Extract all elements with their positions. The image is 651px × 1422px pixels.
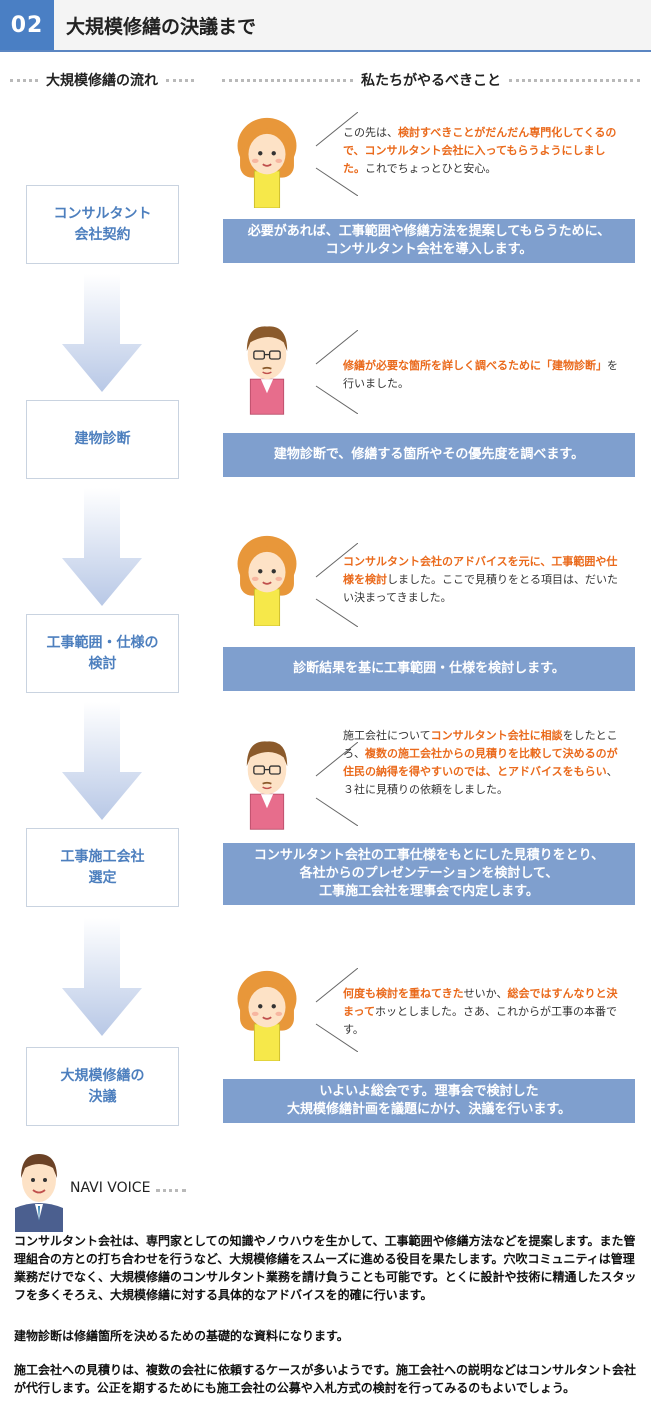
woman-avatar-icon	[236, 117, 298, 208]
man-avatar-icon	[245, 325, 289, 416]
down-arrow-icon	[62, 702, 142, 820]
down-arrow-icon	[62, 274, 142, 392]
speech-text: コンサルタント会社のアドバイスを元に、工事範囲や仕様を検討しました。ここで見積り…	[343, 555, 618, 604]
step-box-consultant: コンサルタント 会社契約	[26, 185, 179, 264]
down-arrow-icon	[62, 488, 142, 606]
dotted-rule	[222, 78, 353, 82]
action-bar: 必要があれば、工事範囲や修繕方法を提案してもらうために、 コンサルタント会社を導…	[223, 219, 635, 263]
action-bar: 建物診断で、修繕する箇所やその優先度を調べます。	[223, 433, 635, 477]
action-bar: コンサルタント会社の工事仕様をもとにした見積りをとり、 各社からのプレゼンテーシ…	[223, 843, 635, 905]
column-header-flow: 大規模修繕の流れ	[10, 70, 194, 90]
navi-voice-label-text: NAVI VOICE	[70, 1180, 151, 1196]
dotted-rule	[10, 78, 38, 82]
page-title: 大規模修繕の決議まで	[66, 16, 257, 38]
speech-text: 何度も検討を重ねてきたせいか、総会ではすんなりと決まってホッとしました。さあ、こ…	[343, 987, 618, 1036]
speech-text: 施工会社についてコンサルタント会社に相談をしたところ、複数の施工会社からの見積り…	[343, 729, 618, 796]
speech-text: 修繕が必要な箇所を詳しく調べるために「建物診断」を行いました。	[343, 359, 618, 390]
dotted-rule	[166, 78, 194, 82]
navi-paragraph: 施工会社への見積りは、複数の会社に依頼するケースが多いようです。施工会社への説明…	[14, 1363, 636, 1395]
navi-voice-label: NAVI VOICE	[70, 1180, 187, 1196]
column-header-flow-label: 大規模修繕の流れ	[46, 73, 158, 89]
dotted-rule	[156, 1188, 187, 1192]
action-bar: 診断結果を基に工事範囲・仕様を検討します。	[223, 647, 635, 691]
navi-paragraph: コンサルタント会社は、専門家としての知識やノウハウを生かして、工事範囲や修繕方法…	[14, 1234, 637, 1302]
down-arrow-icon	[62, 918, 142, 1036]
column-header-todo: 私たちがやるべきこと	[222, 70, 640, 90]
column-header-todo-label: 私たちがやるべきこと	[361, 73, 501, 89]
step-box-scope: 工事範囲・仕様の 検討	[26, 614, 179, 693]
section-header	[0, 0, 651, 52]
action-bar: いよいよ総会です。理事会で検討した 大規模修繕計画を議題にかけ、決議を行います。	[223, 1079, 635, 1123]
step-box-inspection: 建物診断	[26, 400, 179, 479]
speech-text: この先は、検討すべきことがだんだん専門化してくるので、コンサルタント会社に入って…	[343, 126, 617, 175]
step-box-resolution: 大規模修繕の 決議	[26, 1047, 179, 1126]
woman-avatar-icon	[236, 535, 298, 626]
step-box-contractor: 工事施工会社 選定	[26, 828, 179, 907]
dotted-rule	[509, 78, 640, 82]
woman-avatar-icon	[236, 970, 298, 1061]
navi-paragraph: 建物診断は修繕箇所を決めるための基礎的な資料になります。	[14, 1329, 349, 1343]
navi-avatar-icon	[15, 1154, 63, 1232]
man-avatar-icon	[245, 740, 289, 831]
section-number-badge: 02	[0, 0, 54, 50]
